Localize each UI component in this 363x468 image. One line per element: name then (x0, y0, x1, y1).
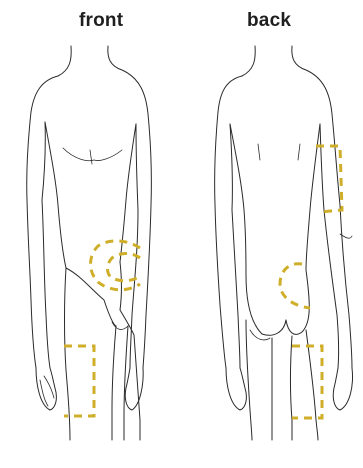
back-thigh-zone (292, 346, 322, 418)
back-buttock-zone (280, 264, 310, 308)
back-body-outline (215, 46, 353, 440)
front-body-outline (27, 46, 152, 440)
injection-zones (64, 146, 342, 418)
front-abdomen-zone (91, 241, 141, 290)
